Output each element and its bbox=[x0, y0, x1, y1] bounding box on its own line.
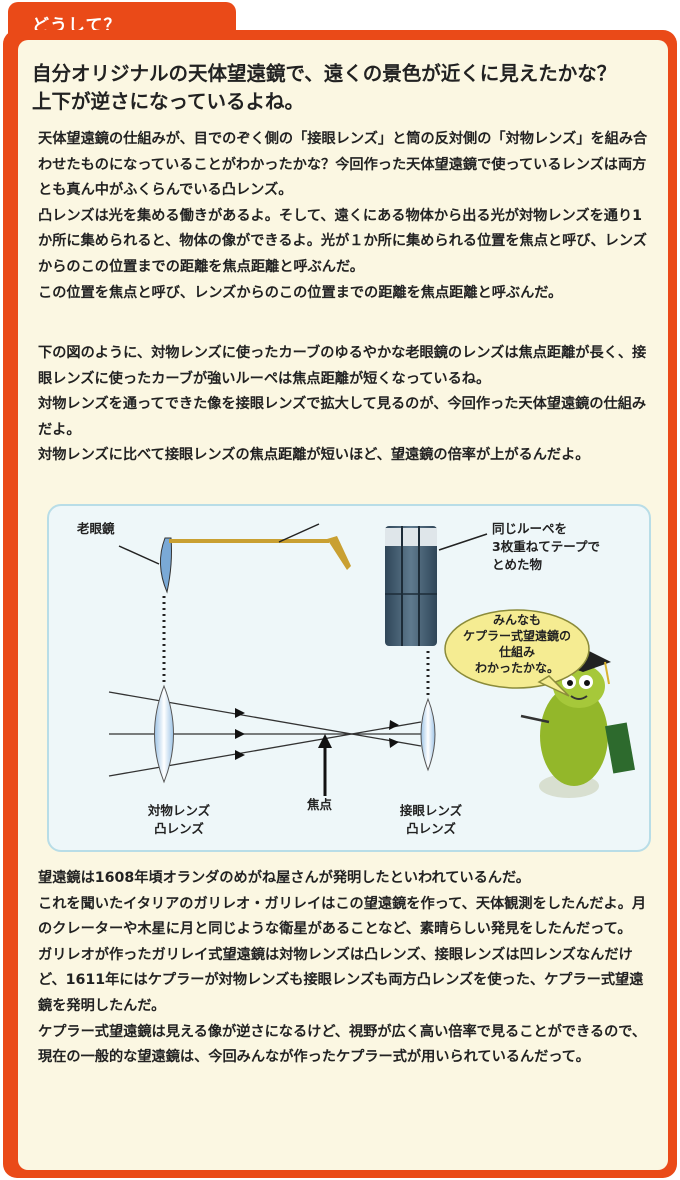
eyepiece-lens-label: 接眼レンズ 凸レンズ bbox=[391, 802, 471, 838]
loupe-label-line-3: とめた物 bbox=[492, 557, 543, 572]
objective-lens-label: 対物レンズ 凸レンズ bbox=[139, 802, 219, 838]
paragraph-2-part-1: 下の図のように、対物レンズに使ったカーブのゆるやかな老眼鏡のレンズは焦点距離が長… bbox=[38, 345, 647, 387]
paragraph-3-part-1: 望遠鏡は1608年頃オランダのめがね屋さんが発明したといわれているんだ。 bbox=[38, 870, 530, 886]
speech-bubble: みんなも ケプラー式望遠鏡の 仕組み わかったかな。 bbox=[445, 604, 589, 686]
loupe-label-line-2: 3枚重ねてテープで bbox=[492, 539, 600, 554]
speech-bubble-text: みんなも ケプラー式望遠鏡の 仕組み わかったかな。 bbox=[445, 604, 589, 676]
bubble-line-3: 仕組み bbox=[498, 645, 535, 659]
paragraph-1-part-3: この位置を焦点と呼び、レンズからのこの位置までの距離を焦点距離と呼ぶんだ。 bbox=[38, 284, 563, 301]
paragraph-2-part-3: 対物レンズに比べて接眼レンズの焦点距離が短いほど、望遠鏡の倍率が上がるんだよ。 bbox=[38, 447, 590, 464]
diagram-illustration bbox=[108, 523, 636, 798]
focus-label: 焦点 bbox=[307, 797, 333, 812]
objective-lens-icon bbox=[154, 684, 174, 784]
eyepiece-lens-label-line-2: 凸レンズ bbox=[406, 821, 456, 836]
paragraph-3: 望遠鏡は1608年頃オランダのめがね屋さんが発明したといわれているんだ。 これを… bbox=[38, 866, 656, 1071]
bubble-line-1: みんなも bbox=[492, 613, 541, 627]
paragraph-2-part-2: 対物レンズを通ってできた像を接眼レンズで拡大して見るのが、今回作った天体望遠鏡の… bbox=[38, 396, 647, 438]
eyepiece-lens-label-line-1: 接眼レンズ bbox=[399, 803, 463, 818]
paragraph-1: 天体望遠鏡の仕組みが、目でのぞく側の「接眼レンズ」と筒の反対側の「対物レンズ」を… bbox=[38, 127, 656, 306]
loupe-label-line-1: 同じルーペを bbox=[492, 521, 568, 536]
page-heading: 自分オリジナルの天体望遠鏡で、遠くの景色が近くに見えたかな？ 上下が逆さになって… bbox=[32, 60, 662, 116]
speech-bubble-icon bbox=[444, 609, 590, 697]
loupe-label: 同じルーペを 3枚重ねてテープで とめた物 bbox=[492, 520, 600, 574]
bubble-line-2: ケプラー式望遠鏡の bbox=[462, 629, 571, 643]
stacked-loupes-icon bbox=[385, 526, 488, 646]
focus-arrow-icon bbox=[318, 734, 332, 748]
objective-lens-label-line-2: 凸レンズ bbox=[154, 821, 204, 836]
heading-line-2: 上下が逆さになっているよね。 bbox=[32, 90, 305, 113]
paragraph-3-part-3: ガリレオが作ったガリレイ式望遠鏡は対物レンズは凸レンズ、接眼レンズは凹レンズなん… bbox=[38, 946, 644, 1014]
reading-glasses-label: 老眼鏡 bbox=[77, 521, 115, 536]
bubble-line-4: わかったかな。 bbox=[474, 661, 559, 675]
heading-line-1: 自分オリジナルの天体望遠鏡で、遠くの景色が近くに見えたかな？ bbox=[32, 62, 617, 85]
objective-lens-label-line-1: 対物レンズ bbox=[147, 803, 211, 818]
paragraph-3-part-4: ケプラー式望遠鏡は見える像が逆さになるけど、視野が広く高い倍率で見ることができる… bbox=[38, 1023, 647, 1066]
telescope-diagram: 老眼鏡 同じルーペを 3枚重ねてテープで とめた物 対物レンズ 凸レンズ 焦点 … bbox=[47, 504, 651, 852]
paragraph-3-part-2: これを聞いたイタリアのガリレオ・ガリレイはこの望遠鏡を作って、天体観測をしたんだ… bbox=[38, 895, 647, 938]
paragraph-2: 下の図のように、対物レンズに使ったカーブのゆるやかな老眼鏡のレンズは焦点距離が長… bbox=[38, 341, 656, 469]
reading-glasses-icon bbox=[118, 523, 351, 594]
paragraph-1-part-1: 天体望遠鏡の仕組みが、目でのぞく側の「接眼レンズ」と筒の反対側の「対物レンズ」を… bbox=[38, 131, 648, 199]
paragraph-1-part-2: 凸レンズは光を集める働きがあるよ。そして、遠くにある物体から出る光が対物レンズを… bbox=[38, 207, 647, 275]
eyepiece-lens-icon bbox=[420, 697, 436, 772]
